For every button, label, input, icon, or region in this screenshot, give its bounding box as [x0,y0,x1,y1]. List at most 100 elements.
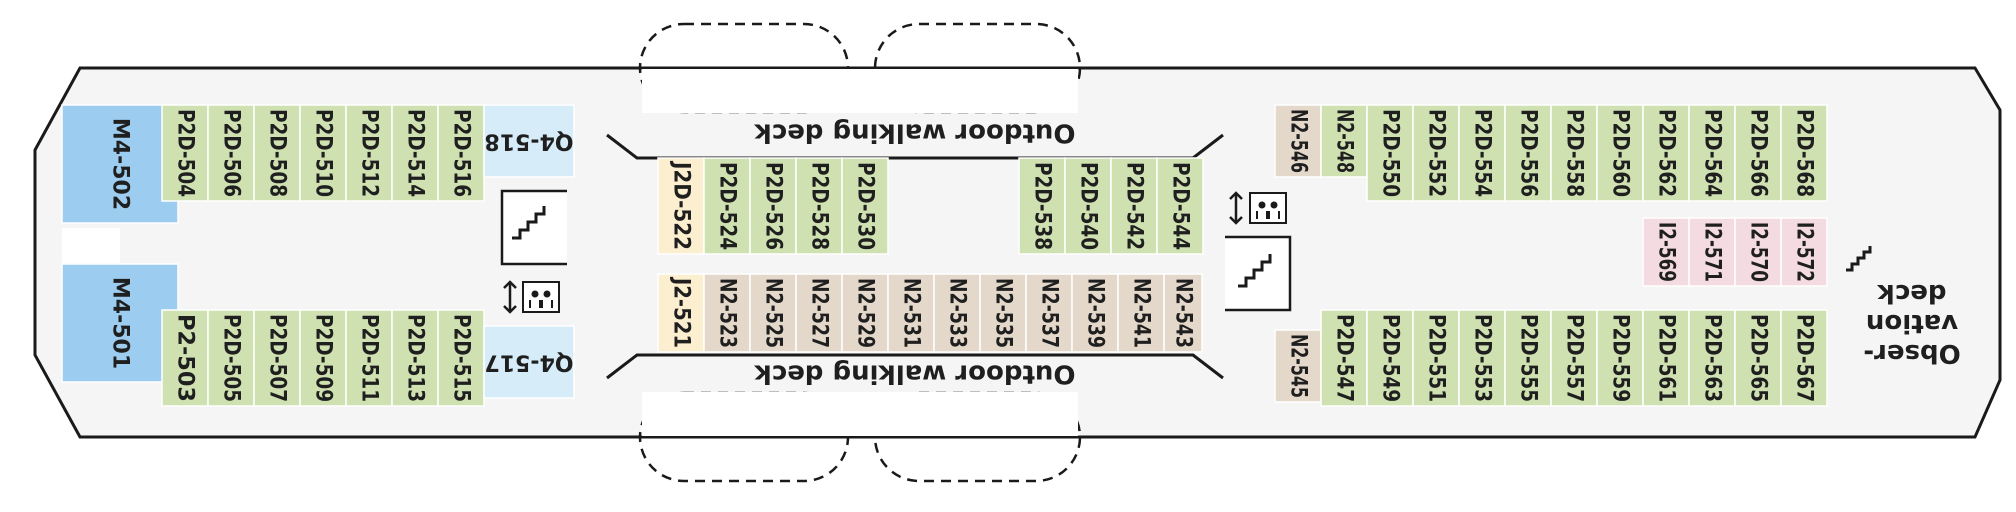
elevator-icon [522,281,560,313]
cabin-n2-535: N2-535 [979,273,1027,353]
cabin-label: P2D-504 [173,109,198,197]
cabin-box [483,104,575,178]
cabin-q4-518: Q4-518 [483,104,575,178]
cabin-label: N2-537 [1037,278,1062,348]
cabin-box [1320,104,1368,178]
cabin-box [1412,309,1460,407]
cabin-box [1688,217,1736,287]
cabin-box [1320,309,1368,407]
cabin-label: J2-521 [669,276,694,348]
cabin-p2d-507: P2D-507 [253,309,301,407]
cabin-box [1734,217,1782,287]
cabin-box [483,325,575,399]
cabin-label: P2D-568 [1792,109,1817,197]
cabin-n2-539: N2-539 [1071,273,1119,353]
cabin-box [1156,157,1204,255]
cabin-box [1163,273,1203,353]
cabin-p2d-514: P2D-514 [391,104,439,202]
cabin-p2d-566: P2D-566 [1734,104,1782,202]
cabin-n2-546: N2-546 [1274,104,1322,178]
cabin-n2-523: N2-523 [703,273,751,353]
cabin-box [1688,309,1736,407]
cabin-p2d-540: P2D-540 [1064,157,1112,255]
cabin-p2d-555: P2D-555 [1504,309,1552,407]
cabin-p2d-509: P2D-509 [299,309,347,407]
cabin-i2-569: I2-569 [1642,217,1690,287]
cabin-box [1780,309,1828,407]
cabin-p2d-515: P2D-515 [437,309,485,407]
cabin-label: P2D-566 [1746,109,1771,197]
hull-gap-top [642,69,1078,113]
observation-deck-label: Obser- vation deck [1863,278,1960,368]
cabin-label: P2D-555 [1516,314,1541,402]
cabin-p2d-552: P2D-552 [1412,104,1460,202]
cabin-box [703,273,751,353]
cabin-label: P2D-514 [403,109,428,197]
hull-gap-bottom [642,392,1078,436]
walking-deck-lines [606,133,1224,380]
cabin-label: P2D-544 [1168,162,1193,250]
cabin-p2d-561: P2D-561 [1642,309,1690,407]
cabin-n2-545: N2-545 [1274,329,1322,403]
cabin-p2d-560: P2D-560 [1596,104,1644,202]
cabin-label: P2D-516 [449,109,474,197]
cabin-box [1642,104,1690,202]
cabin-p2d-516: P2D-516 [437,104,485,202]
cabin-label: P2D-554 [1470,109,1495,197]
cabin-box [795,157,843,255]
cabin-n2-529: N2-529 [841,273,889,353]
cabin-label: P2D-559 [1608,314,1633,402]
cabin-box [1504,104,1552,202]
cabin-label: P2D-557 [1562,314,1587,402]
elevator-icon [1249,192,1287,224]
cabin-n2-531: N2-531 [887,273,935,353]
cabin-p2d-524: P2D-524 [703,157,751,255]
cabin-box [1366,104,1414,202]
cabin-p2-503: P2-503 [161,309,209,407]
cabin-box [1780,104,1828,202]
walking-deck-label-top: Outdoor walking deck [754,118,1076,148]
cabin-box [253,104,301,202]
cabin-label: P2D-511 [357,314,382,402]
cabin-p2d-510: P2D-510 [299,104,347,202]
cabin-label: J2D-522 [669,160,694,250]
cabin-p2d-528: P2D-528 [795,157,843,255]
cabin-label: P2D-550 [1378,109,1403,197]
cabin-label: P2D-551 [1424,314,1449,402]
cabin-label: M4-502 [108,118,133,210]
cabin-box [1018,157,1066,255]
cabin-label: Q4-517 [484,350,573,375]
stairs-icon [500,189,567,266]
cabin-label: P2D-542 [1122,162,1147,250]
cabin-label: I2-569 [1654,222,1679,282]
cabin-p2d-538: P2D-538 [1018,157,1066,255]
cabin-p2d-553: P2D-553 [1458,309,1506,407]
cabin-label: P2D-530 [853,162,878,250]
cabin-label: P2D-540 [1076,162,1101,250]
cabin-label: N2-541 [1129,278,1154,348]
cabin-p2d-564: P2D-564 [1688,104,1736,202]
cabin-label: N2-525 [761,278,786,348]
cabin-label: P2D-524 [715,162,740,250]
cabin-label: P2D-513 [403,314,428,402]
cabin-label: P2D-547 [1332,314,1357,402]
cabin-label: P2D-506 [219,109,244,197]
cabin-p2d-549: P2D-549 [1366,309,1414,407]
cabin-n2-533: N2-533 [933,273,981,353]
cabin-m4-501: M4-501 [61,263,179,383]
walking-deck-bottom-line [606,353,1224,380]
cabin-m4-502: M4-502 [61,104,179,224]
cabin-n2-541: N2-541 [1117,273,1165,353]
cabin-box [61,104,179,224]
cabin-box [1688,104,1736,202]
cabin-label: P2-503 [173,314,198,402]
cabin-box [61,263,179,383]
cabin-p2d-542: P2D-542 [1110,157,1158,255]
cabin-box [933,273,981,353]
cabin-box [1596,309,1644,407]
cabin-box [1064,157,1112,255]
cabin-label: P2D-505 [219,314,244,402]
cabin-n2-527: N2-527 [795,273,843,353]
cabin-p2d-554: P2D-554 [1458,104,1506,202]
cabin-p2d-551: P2D-551 [1412,309,1460,407]
